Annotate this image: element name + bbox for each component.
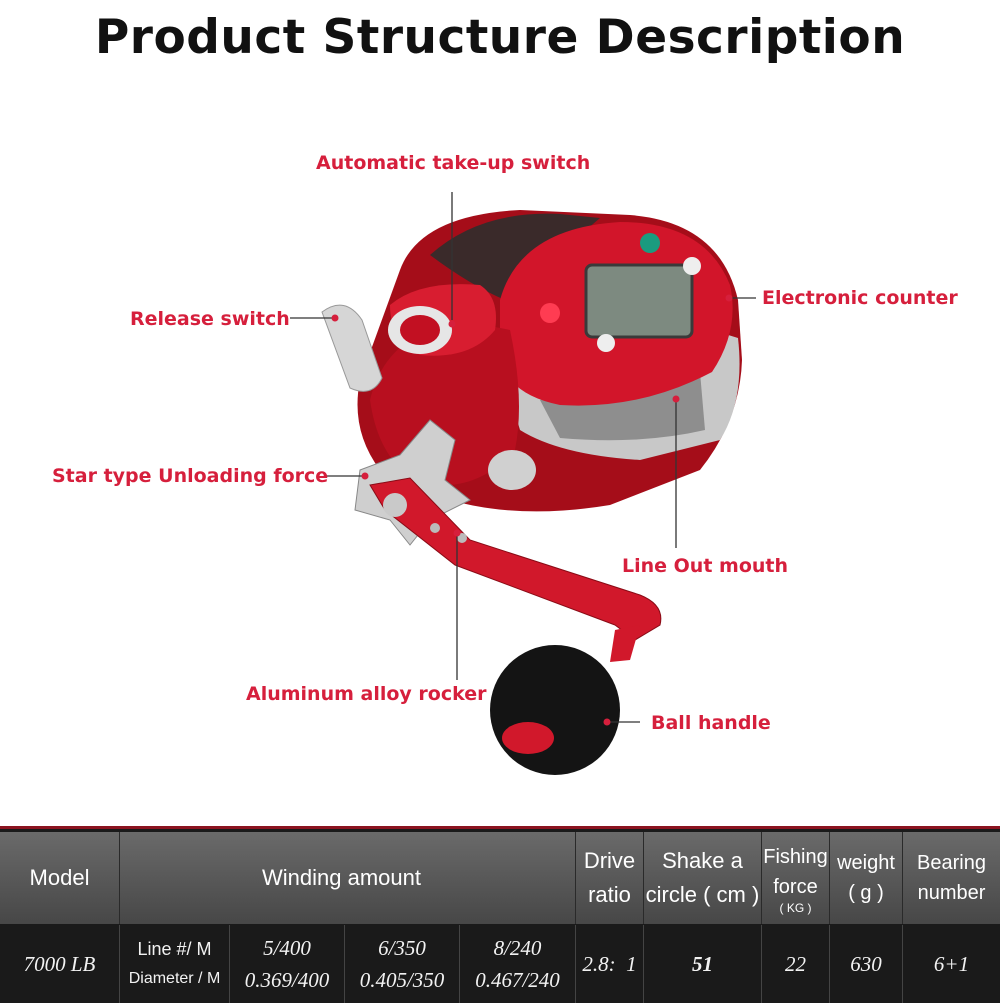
electronic-counter-display <box>584 263 694 339</box>
counter-button-white-1 <box>683 257 701 275</box>
header-winding-amount: Winding amount <box>120 832 576 924</box>
reel-left-body <box>370 320 519 486</box>
callout-line-out-mouth: Line Out mouth <box>622 555 789 577</box>
header-model: Model <box>0 832 120 924</box>
callout-automatic-takeup-switch: Automatic take-up switch <box>316 152 591 174</box>
cell-winding-2: 6/350 0.405/350 <box>345 925 460 1003</box>
cell-winding-3: 8/240 0.467/240 <box>460 925 576 1003</box>
cell-shake-circle: 51 <box>644 925 762 1003</box>
callout-aluminum-alloy-rocker: Aluminum alloy rocker <box>246 683 487 705</box>
header-weight: weight( g ) <box>830 832 903 924</box>
release-switch-lever <box>321 304 383 392</box>
counter-button-red <box>540 303 560 323</box>
aluminum-rocker-arm <box>369 477 662 641</box>
cell-drive-ratio: 2.8: 1 <box>576 925 644 1003</box>
cell-bearing-number: 6+1 <box>933 951 970 976</box>
counter-button-green <box>640 233 660 253</box>
cell-winding-labels: Line #/ M Diameter / M <box>120 925 230 1003</box>
callout-star-unloading-force: Star type Unloading force <box>52 465 329 487</box>
cell-weight: 630 <box>830 925 903 1003</box>
page-title: Product Structure Description <box>94 10 906 65</box>
cell-fishing-force: 22 <box>762 925 830 1003</box>
fishing-reel-illustration <box>321 210 742 775</box>
cell-winding-1: 5/400 0.369/400 <box>230 925 345 1003</box>
callout-electronic-counter: Electronic counter <box>762 287 958 309</box>
callout-release-switch: Release switch <box>130 308 290 330</box>
cell-model: 7000 LB <box>0 925 120 1003</box>
callout-ball-handle: Ball handle <box>651 712 771 734</box>
drag-knob <box>488 450 536 490</box>
counter-button-white-2 <box>597 334 615 352</box>
callout-leader-lines <box>290 192 756 726</box>
